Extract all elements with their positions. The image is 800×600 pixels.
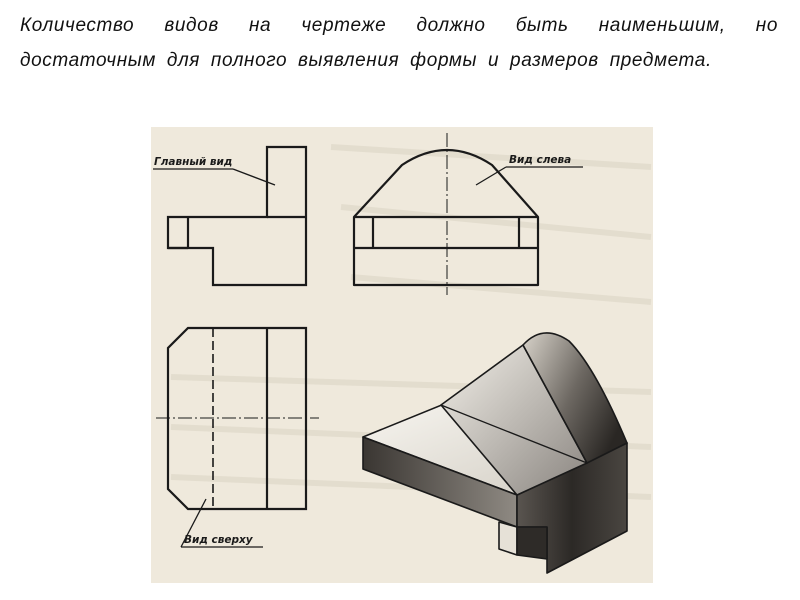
iso-rib-round (522, 332, 628, 464)
front-view (166, 145, 308, 287)
iso-part-edges (440, 344, 588, 464)
drawing-canvas: Главный вид Вид слева Вид сверху (151, 127, 653, 583)
front-view-outline (166, 145, 308, 287)
technical-drawing-figure: Главный вид Вид слева Вид сверху (151, 127, 653, 583)
top-view-leader (180, 498, 263, 548)
left-view-label: Вид слева (509, 154, 571, 166)
iso-boss-side (516, 526, 548, 560)
front-view-leader (153, 168, 276, 186)
left-view-leader (475, 166, 583, 186)
page-heading: Количество видов на чертеже должно быть … (20, 15, 778, 71)
top-view-label: Вид сверху (184, 534, 254, 546)
top-view-outline (166, 326, 308, 511)
left-view (352, 149, 540, 287)
isometric-part (362, 332, 628, 574)
front-view-label: Главный вид (154, 156, 232, 168)
iso-boss-front (498, 521, 518, 556)
